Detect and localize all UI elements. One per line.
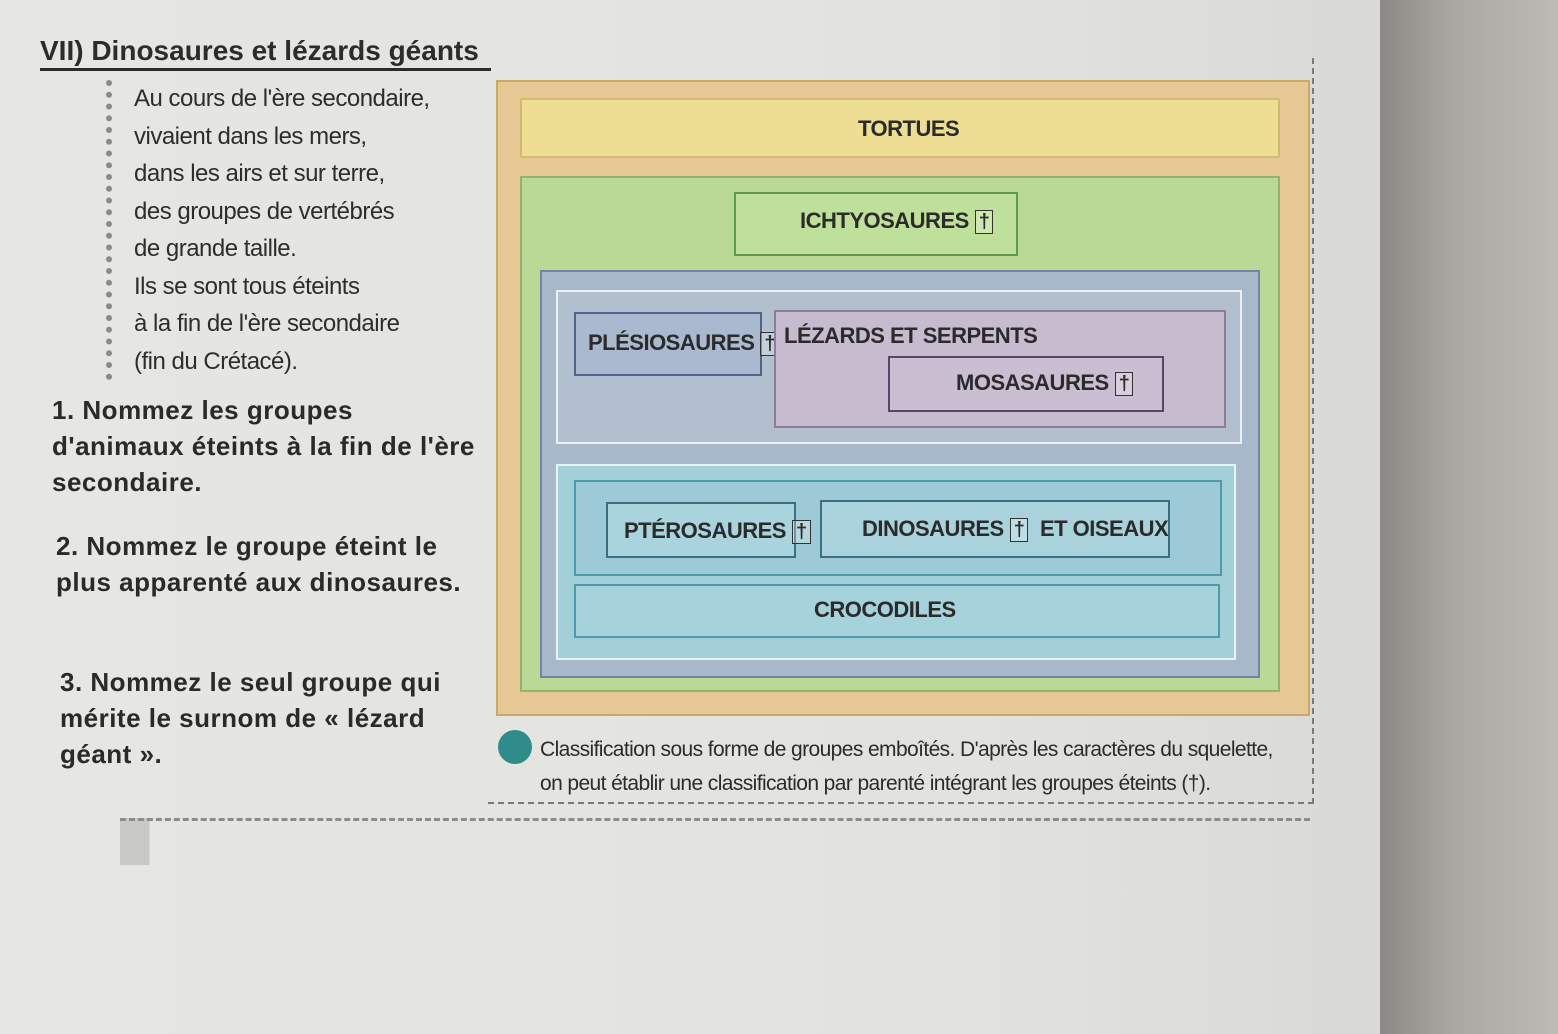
extinct-icon: † (1114, 372, 1134, 396)
box-dinosaures-oiseaux (820, 500, 1170, 558)
caption-badge (498, 730, 532, 764)
intro-line: à la fin de l'ère secondaire (134, 310, 400, 337)
intro-line: de grande taille. (134, 235, 297, 262)
box-mosasaures (888, 356, 1164, 412)
label-mosasaures: MOSASAURES† (956, 370, 1134, 396)
intro-line: dans les airs et sur terre, (134, 160, 385, 187)
label-pterosaures-text: PTÉROSAURES (624, 518, 786, 543)
label-plesiosaures-text: PLÉSIOSAURES (588, 330, 755, 355)
diagram-caption: Classification sous forme de groupes emb… (540, 733, 1300, 801)
extinct-icon: † (791, 520, 811, 544)
label-dinosaures-oiseaux: DINOSAURES† ET OISEAUX (862, 516, 1169, 542)
label-mosasaures-text: MOSASAURES (956, 370, 1109, 395)
label-dinosaures-text: DINOSAURES (862, 516, 1004, 541)
label-lezards-serpents: LÉZARDS ET SERPENTS (784, 323, 1038, 348)
desk-edge (1380, 0, 1558, 1034)
label-crocodiles: CROCODILES (814, 597, 956, 622)
caption-line-2: on peut établir une classification par p… (540, 772, 1211, 795)
intro-line: des groupes de vertébrés (134, 197, 395, 225)
intro-line: (fin du Crétacé). (134, 347, 298, 375)
box-pterosaures (606, 502, 796, 558)
caption-line-1: Classification sous forme de groupes emb… (540, 738, 1273, 761)
box-ichtyosaures (734, 192, 1018, 256)
intro-line: vivaient dans les mers, (134, 122, 367, 150)
label-pterosaures: PTÉROSAURES† (624, 518, 811, 544)
box-plesiosaures (574, 312, 762, 376)
intro-line: Ils se sont tous éteints (134, 272, 360, 300)
intro-text: Au cours de l'ère secondaire, vivaient d… (106, 80, 494, 380)
question-1: 1. Nommez les groupes d'animaux éteints … (52, 395, 475, 497)
page-bottom-rule (120, 818, 1310, 865)
question-3: 3. Nommez le seul groupe qui mérite le s… (60, 667, 441, 769)
box-crocodiles (574, 584, 1220, 638)
question-2: 2. Nommez le groupe éteint le plus appar… (56, 531, 462, 597)
box-tortues (520, 98, 1280, 158)
extinct-icon: † (974, 210, 994, 234)
intro-line: Au cours de l'ère secondaire, (134, 85, 430, 112)
label-tortues: TORTUES (858, 116, 960, 141)
label-oiseaux-text: ET OISEAUX (1039, 516, 1169, 541)
extinct-icon: † (1009, 518, 1029, 542)
label-ichtyosaures: ICHTYOSAURES† (800, 208, 994, 234)
document-frame (488, 58, 1314, 804)
page-title: VII) Dinosaures et lézards géants (40, 34, 491, 71)
label-plesiosaures: PLÉSIOSAURES† (588, 330, 779, 356)
label-ichtyosaures-text: ICHTYOSAURES (800, 208, 969, 233)
